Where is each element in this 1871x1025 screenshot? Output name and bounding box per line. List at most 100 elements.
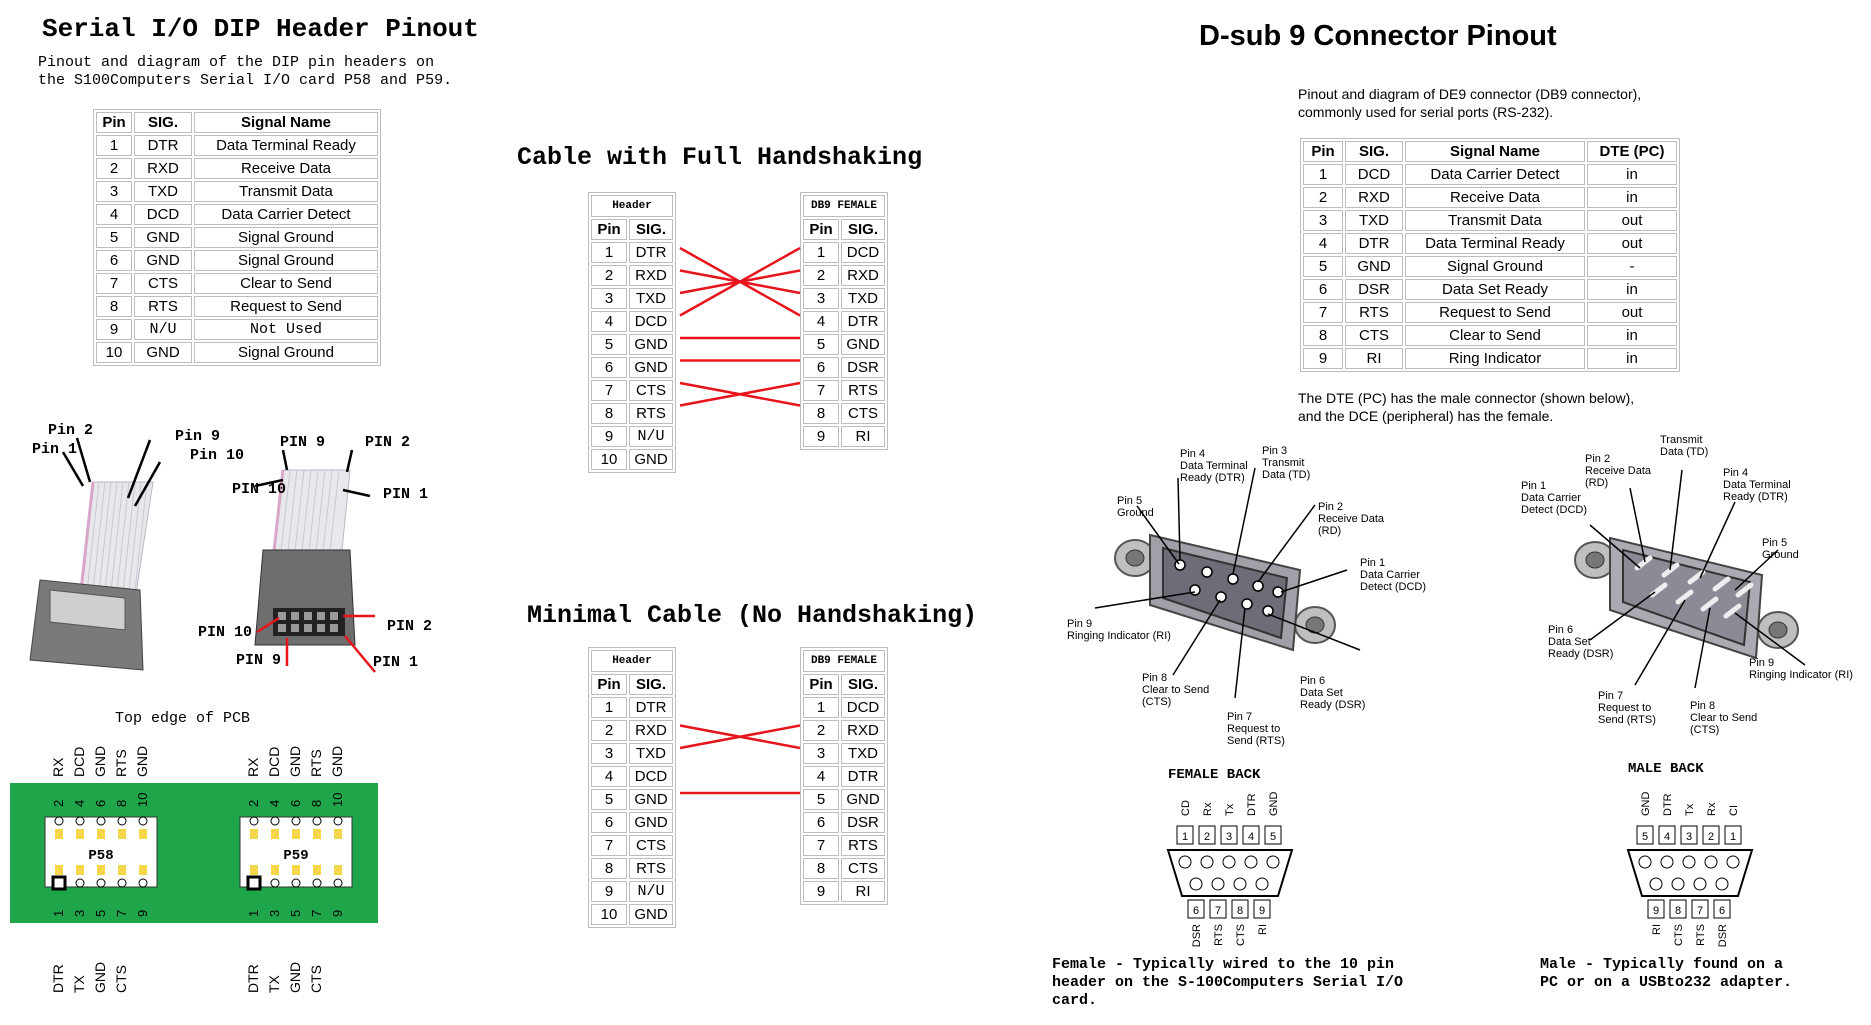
- table-cell: DCD: [1345, 164, 1403, 185]
- left-description: Pinout and diagram of the DIP pin header…: [38, 54, 452, 90]
- male-label-pin7: Pin 7 Request to Send (RTS): [1598, 690, 1656, 726]
- db9-top-pin: 3: [1226, 831, 1232, 843]
- table-cell: 8: [803, 403, 839, 424]
- left-title: Serial I/O DIP Header Pinout: [42, 14, 479, 44]
- col-header: DTE (PC): [1587, 141, 1677, 162]
- db9-bottom-signal: RI: [1257, 924, 1269, 935]
- pin-contact: [271, 829, 279, 839]
- pin-number-box: [1669, 899, 1687, 919]
- col-header: SIG.: [629, 219, 673, 240]
- table-cell: 4: [591, 766, 627, 787]
- pin-pad: [333, 878, 343, 888]
- db9-pin: [1189, 877, 1203, 891]
- table-cell: N/U: [629, 881, 673, 902]
- table-cell: Data Carrier Detect: [194, 204, 378, 225]
- table-cell: 3: [803, 288, 839, 309]
- pcb-top-signal: RTS: [113, 749, 129, 777]
- table-cell: Transmit Data: [1405, 210, 1585, 231]
- table-cell: DTR: [1345, 233, 1403, 254]
- table-cell: DTR: [134, 135, 192, 156]
- table-cell: TXD: [841, 288, 885, 309]
- pin-contact: [55, 829, 63, 839]
- table-cell: GND: [134, 342, 192, 363]
- col-header: SIG.: [1345, 141, 1403, 162]
- table-cell: DCD: [841, 242, 885, 263]
- ribbon-connector-b: [254, 469, 356, 646]
- table-cell: N/U: [134, 319, 192, 340]
- table-cell: 9: [591, 426, 627, 447]
- table-cell: 4: [96, 204, 132, 225]
- table-cell: 9: [591, 881, 627, 902]
- pin-contact: [118, 865, 126, 875]
- db9-top-pin: 1: [1182, 831, 1188, 843]
- table-cell: 6: [803, 812, 839, 833]
- pin-header-outline: [44, 816, 158, 888]
- pcb-top-pin: 4: [72, 800, 87, 807]
- pcb-bottom-signal: CTS: [113, 965, 129, 993]
- db9-top-pin: 5: [1270, 831, 1276, 843]
- full-handshake-wires: [679, 246, 801, 407]
- pin-contact: [55, 865, 63, 875]
- right-desc-line1: Pinout and diagram of DE9 connector (DB9…: [1298, 86, 1642, 102]
- pcb-top-pin: 6: [93, 800, 108, 807]
- cable-table-label: DB9 FEMALE: [803, 650, 885, 672]
- db9-bottom-pin: 8: [1237, 905, 1243, 917]
- pcb-bottom-signal: DTR: [245, 964, 261, 993]
- db9-pin: [1704, 855, 1718, 869]
- db9-pin: [1222, 855, 1236, 869]
- left-desc-line1: Pinout and diagram of the DIP pin header…: [38, 54, 435, 71]
- pin-contact: [76, 829, 84, 839]
- table-cell: DCD: [629, 311, 673, 332]
- table-cell: 1: [1303, 164, 1343, 185]
- pin-contact: [334, 829, 342, 839]
- right-desc-line2: commonly used for serial ports (RS-232).: [1298, 104, 1554, 120]
- pcb-top-signal: GND: [329, 746, 345, 777]
- col-header: Pin: [803, 219, 839, 240]
- table-cell: GND: [841, 334, 885, 355]
- db9-bottom-signal: RTS: [1213, 924, 1225, 946]
- table-cell: GND: [134, 227, 192, 248]
- pcb-top-pin: 10: [135, 793, 150, 807]
- table-cell: 2: [1303, 187, 1343, 208]
- table-cell: 2: [591, 265, 627, 286]
- table-cell: GND: [841, 789, 885, 810]
- table-cell: CTS: [1345, 325, 1403, 346]
- db9-top-pin: 1: [1730, 831, 1736, 843]
- table-cell: DCD: [841, 697, 885, 718]
- table-cell: DTR: [841, 766, 885, 787]
- table-cell: Data Carrier Detect: [1405, 164, 1585, 185]
- db9-top-signal: Tx: [1224, 803, 1236, 816]
- male-label-pin9: Pin 9 Ringing Indicator (RI): [1749, 657, 1853, 681]
- table-cell: Request to Send: [194, 296, 378, 317]
- table-cell: GND: [1345, 256, 1403, 277]
- table-cell: 7: [591, 380, 627, 401]
- table-cell: Clear to Send: [194, 273, 378, 294]
- table-cell: 5: [591, 334, 627, 355]
- table-cell: 7: [803, 835, 839, 856]
- pin-number-box: [1231, 899, 1249, 919]
- db9-pin: [1726, 855, 1740, 869]
- pcb-top-pin: 6: [288, 800, 303, 807]
- table-cell: in: [1587, 348, 1677, 369]
- pcb-bottom-pin: 5: [93, 910, 108, 917]
- table-cell: 10: [591, 449, 627, 470]
- label-pin1-a: Pin 1: [32, 441, 78, 458]
- db9-pin: [1244, 855, 1258, 869]
- table-cell: 8: [591, 403, 627, 424]
- table-cell: 1: [803, 697, 839, 718]
- pin-number-box: [1209, 899, 1227, 919]
- db9-bottom-signal: CTS: [1673, 924, 1685, 946]
- pcb-top-signal: RTS: [308, 749, 324, 777]
- pcb-bottom-pin: 9: [330, 910, 345, 917]
